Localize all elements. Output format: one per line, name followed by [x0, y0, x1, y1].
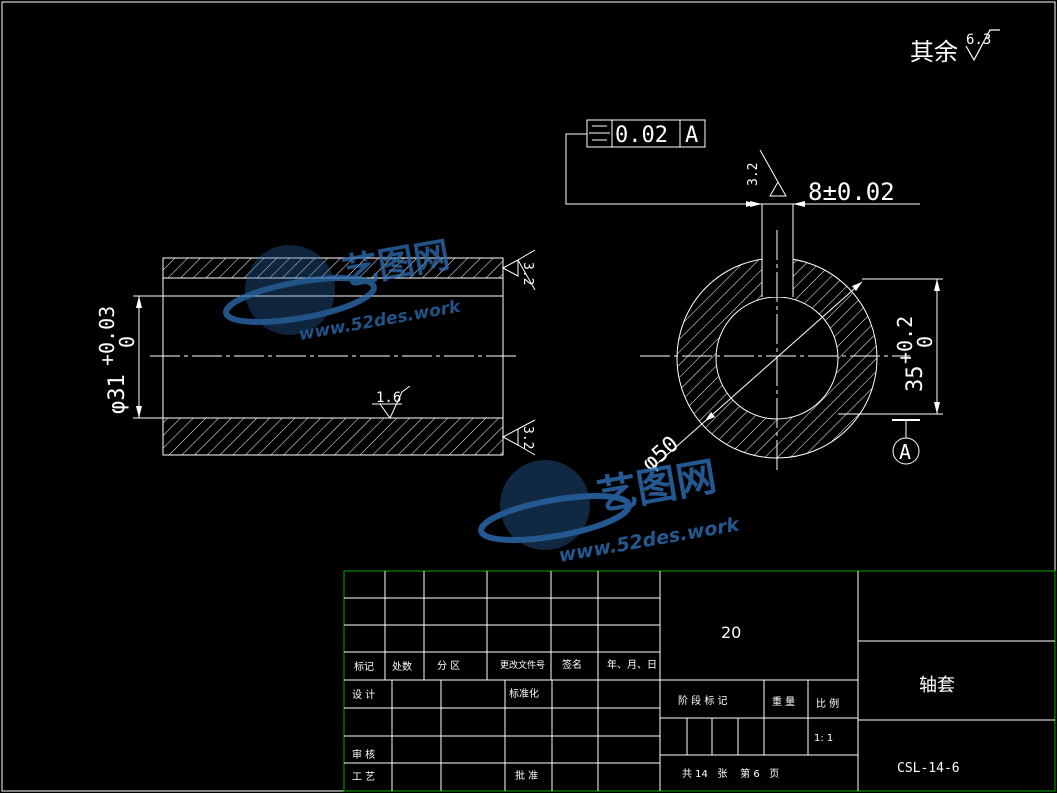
general-roughness-label: 其余 — [910, 38, 958, 66]
end-roughness-bottom: 3.2 — [501, 419, 536, 456]
keyway-tol-upper: +0.2 — [893, 316, 917, 364]
tolerance-datum: A — [685, 123, 698, 148]
tb-zone: 分 区 — [437, 660, 460, 672]
bore-diameter-text: φ31 — [105, 374, 130, 414]
bottom-wall-hatch — [162, 417, 504, 456]
roughness-icon — [965, 29, 1000, 62]
tb-scale-label: 比 例 — [816, 697, 839, 710]
tb-approve: 批 准 — [515, 769, 538, 782]
section-view: φ31 +0.03 0 3.2 3.2 1.6 — [95, 249, 536, 456]
datum-marker: A — [892, 419, 920, 465]
tb-sign: 签名 — [562, 658, 582, 671]
tb-count: 处数 — [392, 660, 412, 673]
tb-review: 审 核 — [352, 748, 375, 761]
watermark-1: 艺图网 www.52des.work — [223, 235, 464, 345]
tb-design: 设 计 — [352, 688, 375, 701]
bore-tol-upper: +0.03 — [95, 306, 119, 366]
tb-standardization: 标准化 — [509, 687, 539, 700]
tb-sheets: 共 14 张 第 6 页 — [682, 767, 779, 780]
keyway-tol-lower: 0 — [913, 336, 937, 348]
keyway-depth-dim: 35 +0.2 0 — [893, 316, 937, 392]
tb-stage-mark: 阶 段 标 记 — [678, 694, 728, 707]
tolerance-frame: 0.02 A — [565, 119, 756, 207]
tb-weight: 重 量 — [772, 695, 795, 708]
tb-material: 20 — [721, 623, 741, 642]
end-roughness-bottom-value: 3.2 — [520, 426, 535, 449]
watermark-2: 艺图网 www.52des.work — [478, 454, 742, 567]
tb-part-name: 轴套 — [919, 675, 955, 696]
bore-diameter-dim: φ31 +0.03 0 — [95, 306, 139, 414]
tb-scale: 1: 1 — [814, 733, 833, 744]
symmetry-icon — [589, 125, 610, 141]
datum-label: A — [899, 440, 911, 464]
watermark-brand-1: 艺图网 — [339, 235, 452, 294]
end-view: 8±0.02 3.2 0.02 A 35 — [565, 119, 943, 477]
watermark-brand-2: 艺图网 — [594, 454, 720, 520]
tb-date: 年、月、日 — [607, 658, 657, 671]
keyway-roughness: 3.2 — [746, 149, 787, 197]
tb-drawing-number: CSL-14-6 — [897, 761, 960, 776]
tb-process: 工 艺 — [352, 771, 375, 783]
keyway-depth-text: 35 — [903, 366, 928, 393]
bore-roughness: 1.6 — [372, 385, 411, 419]
title-block: 标记 处数 分 区 更改文件号 签名 年、月、日 设 计 标准化 阶 段 标 记… — [343, 570, 1056, 792]
general-roughness-note: 其余 6.3 — [910, 29, 1000, 66]
tolerance-value: 0.02 — [615, 123, 668, 148]
bore-roughness-value: 1.6 — [376, 390, 401, 406]
tb-change-doc: 更改文件号 — [500, 659, 545, 671]
keyway-roughness-value: 3.2 — [746, 163, 761, 186]
tb-mark: 标记 — [354, 661, 374, 673]
end-roughness-top: 3.2 — [501, 249, 536, 291]
bore-tol-lower: 0 — [115, 336, 139, 348]
general-roughness-value: 6.3 — [966, 32, 991, 48]
end-roughness-top-value: 3.2 — [520, 262, 535, 285]
keyway-width-dim: 8±0.02 — [808, 178, 895, 206]
